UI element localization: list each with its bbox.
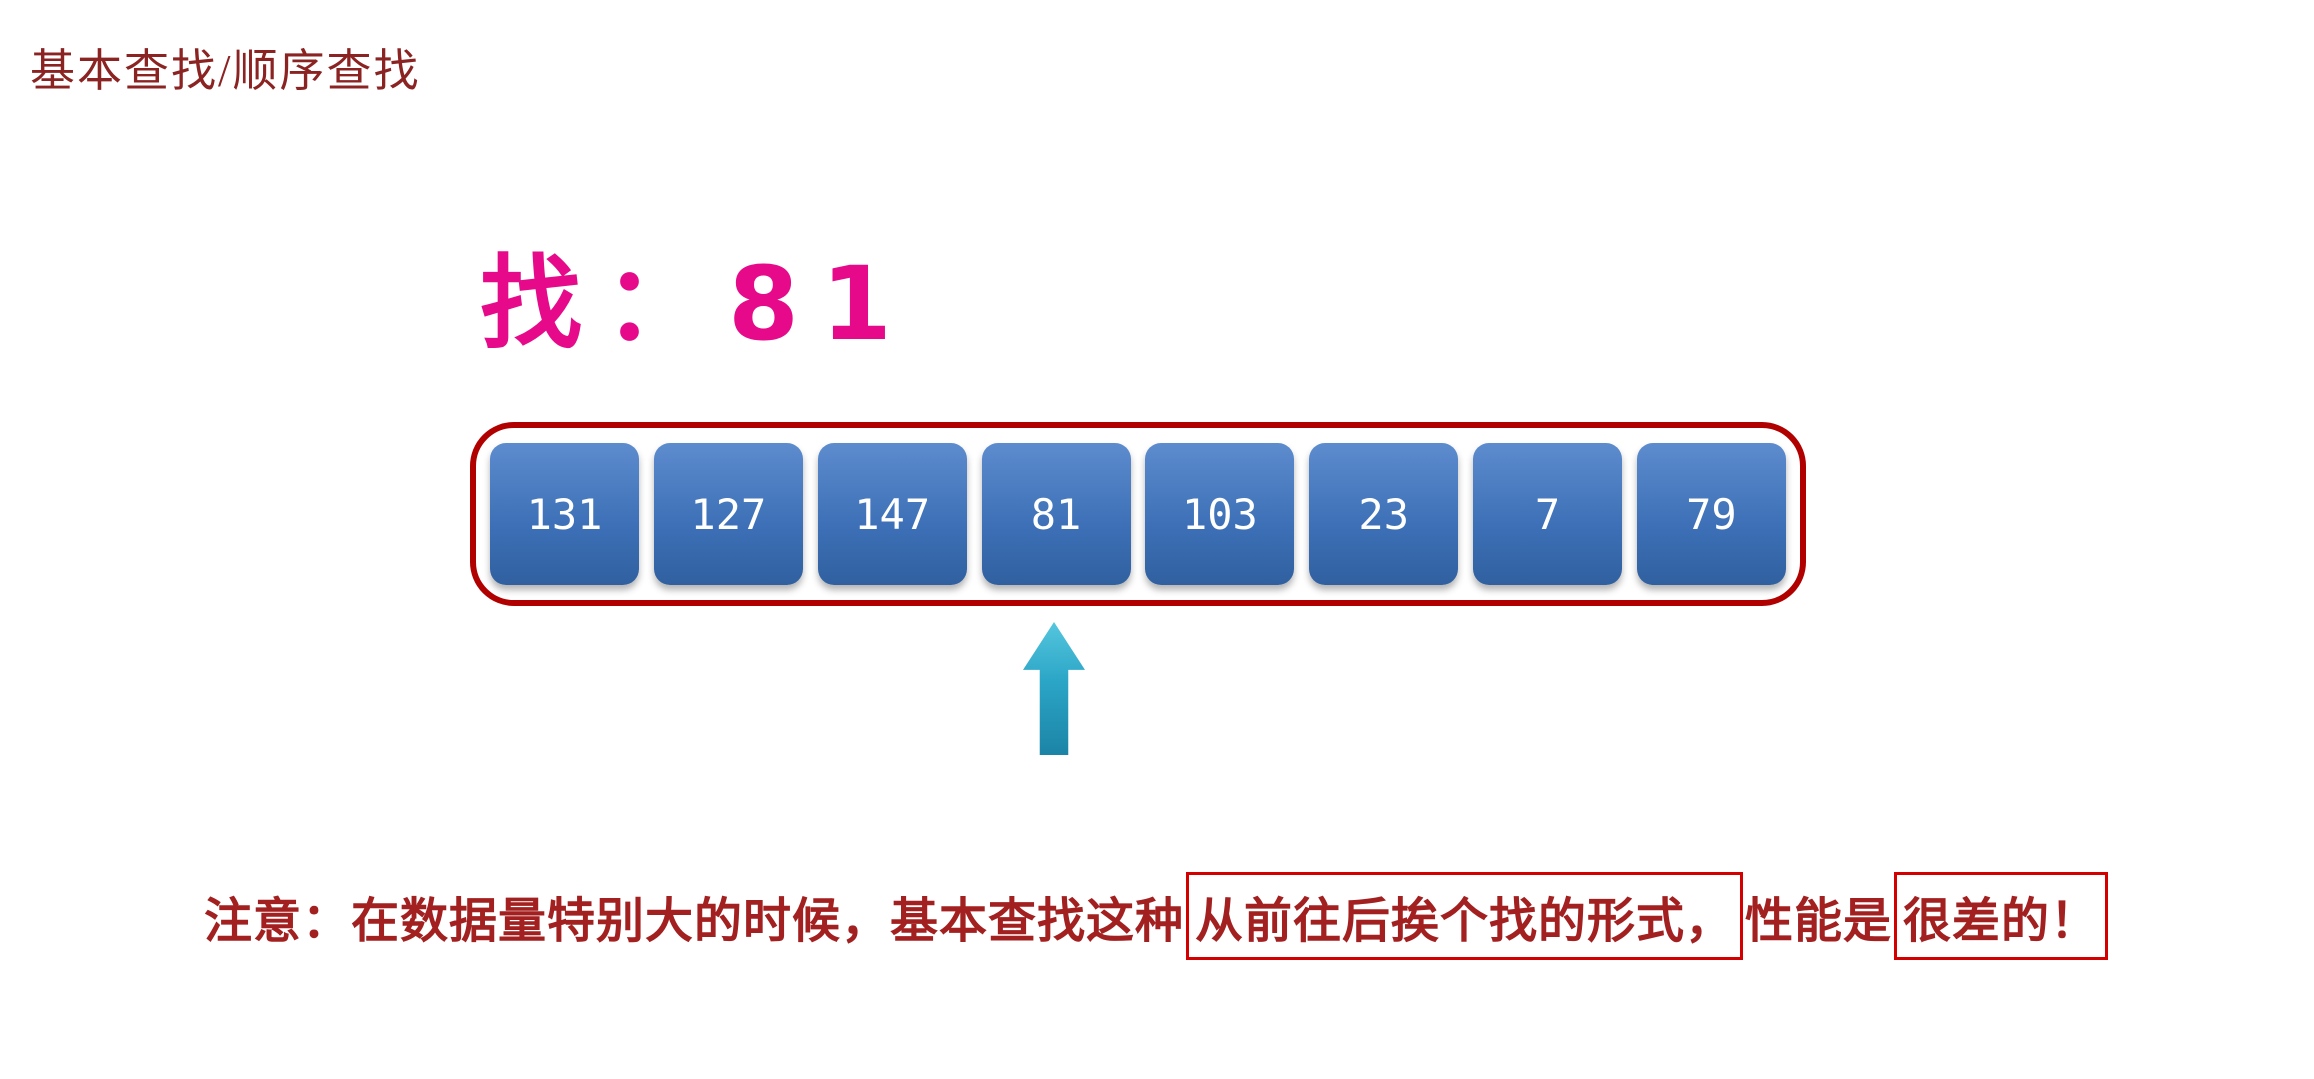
up-arrow-icon [1023, 622, 1085, 755]
array-cell: 127 [653, 443, 803, 585]
array-cell: 147 [817, 443, 967, 585]
note-boxed-phrase-2: 很差的！ [1894, 872, 2109, 960]
note-prefix: 注意：在数据量特别大的时候，基本查找这种 [203, 895, 1184, 948]
array-cell: 23 [1309, 443, 1459, 585]
array-cell: 103 [1145, 443, 1295, 585]
array-cell: 81 [981, 443, 1131, 585]
page-title: 基本查找/顺序查找 [30, 46, 421, 96]
note-text: 注意：在数据量特别大的时候，基本查找这种从前往后挨个找的形式，性能是很差的！ [0, 872, 2314, 960]
note-middle: 性能是 [1745, 895, 1893, 948]
array-cell: 7 [1473, 443, 1623, 585]
array-cell: 131 [490, 443, 639, 585]
array-cell: 79 [1636, 443, 1786, 585]
note-boxed-phrase-1: 从前往后挨个找的形式， [1185, 872, 1743, 960]
search-target-label: 找：81 [480, 245, 914, 364]
